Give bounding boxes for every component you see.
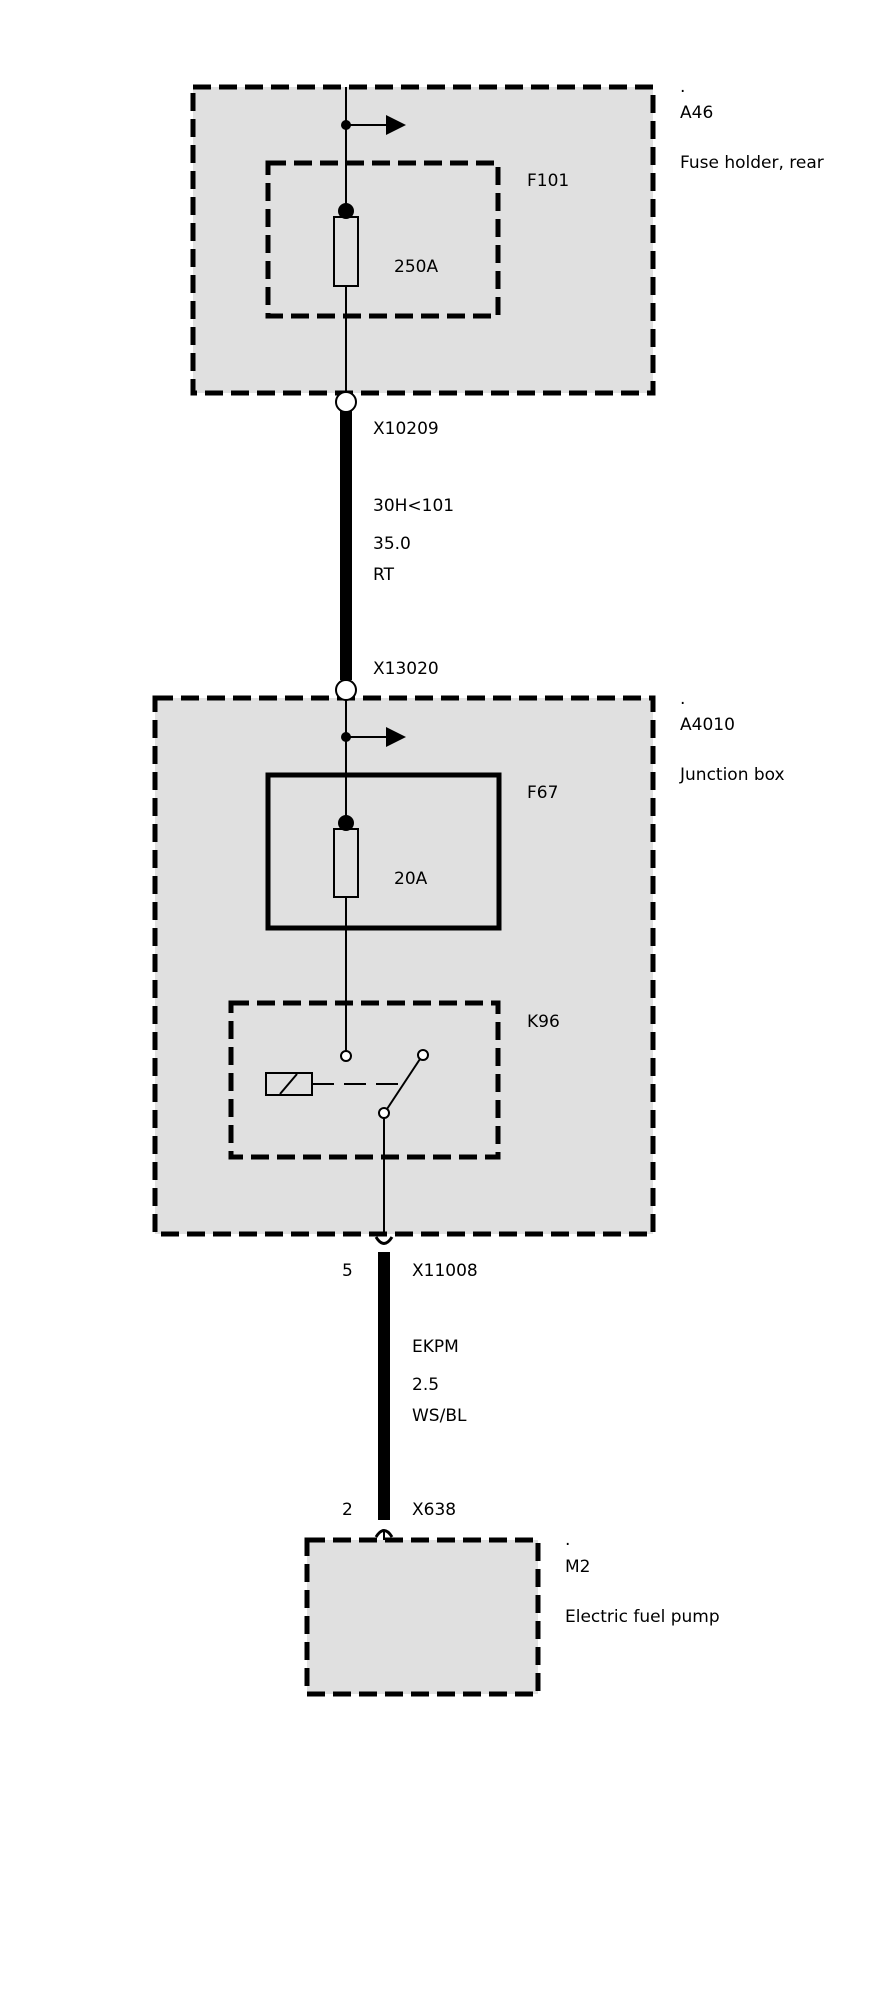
x11008-pin: 5: [342, 1261, 353, 1281]
a4010-junction-box[interactable]: [152, 695, 656, 1237]
x13020-label: X13020: [373, 659, 439, 679]
f101-fuse-box[interactable]: [265, 160, 501, 319]
wire-ekpm-cross-section: 2.5: [412, 1375, 439, 1395]
wire-30h-101-color: RT: [373, 565, 395, 585]
k96-switch-arm: [386, 1058, 421, 1110]
a4010-name: Junction box: [679, 765, 785, 785]
f101-id: F101: [527, 171, 569, 191]
wire-ekpm-color: WS/BL: [412, 1406, 467, 1426]
m2-name: Electric fuel pump: [565, 1607, 720, 1627]
x13020-connector-icon[interactable]: [335, 679, 357, 701]
x11008-connector-icon[interactable]: [374, 1236, 394, 1245]
a4010-dot: .: [680, 689, 685, 709]
wire-ekpm-signal: EKPM: [412, 1337, 459, 1357]
a46-fuse-holder-box[interactable]: [190, 84, 656, 396]
a46-dot: .: [680, 77, 685, 97]
m2-id: M2: [565, 1557, 590, 1577]
a46-name: Fuse holder, rear: [680, 153, 824, 173]
x10209-connector-icon[interactable]: [335, 391, 357, 413]
f67-fuse-box[interactable]: [265, 772, 502, 931]
f67-terminal-dot: [338, 815, 354, 831]
k96-relay-box[interactable]: [228, 1000, 501, 1160]
wire-30h-101-signal: 30H<101: [373, 496, 454, 516]
a4010-branch-arrow-icon: [386, 727, 406, 747]
f101-rating: 250A: [394, 257, 438, 277]
x10209-label: X10209: [373, 419, 439, 439]
a46-branch-arrow-icon: [386, 115, 406, 135]
k96-contact-top-icon: [340, 1050, 352, 1062]
x638-connector-icon[interactable]: [374, 1529, 394, 1538]
k96-id: K96: [527, 1012, 560, 1032]
k96-contact-nc-icon: [417, 1049, 429, 1061]
x638-pin: 2: [342, 1500, 353, 1520]
m2-dot: .: [565, 1530, 570, 1550]
f67-id: F67: [527, 783, 558, 803]
a46-id: A46: [680, 103, 713, 123]
x638-label: X638: [412, 1500, 456, 1520]
wire-30h-101-cross-section: 35.0: [373, 534, 411, 554]
m2-fuel-pump-box[interactable]: [304, 1537, 541, 1697]
f67-rating: 20A: [394, 869, 428, 889]
a4010-id: A4010: [680, 715, 735, 735]
f67-fuse-symbol: [333, 828, 359, 898]
k96-coil-diagonal: [279, 1073, 298, 1095]
k96-contact-pivot-icon: [378, 1107, 390, 1119]
f101-fuse-symbol: [333, 216, 359, 287]
f101-terminal-dot: [338, 203, 354, 219]
x11008-label: X11008: [412, 1261, 478, 1281]
